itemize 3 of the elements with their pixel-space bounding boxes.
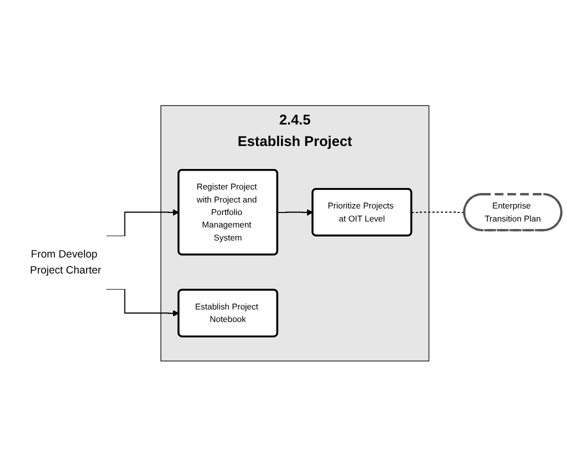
arrow: [278, 209, 314, 216]
connector: [412, 211, 465, 213]
arrow: [106, 288, 180, 316]
